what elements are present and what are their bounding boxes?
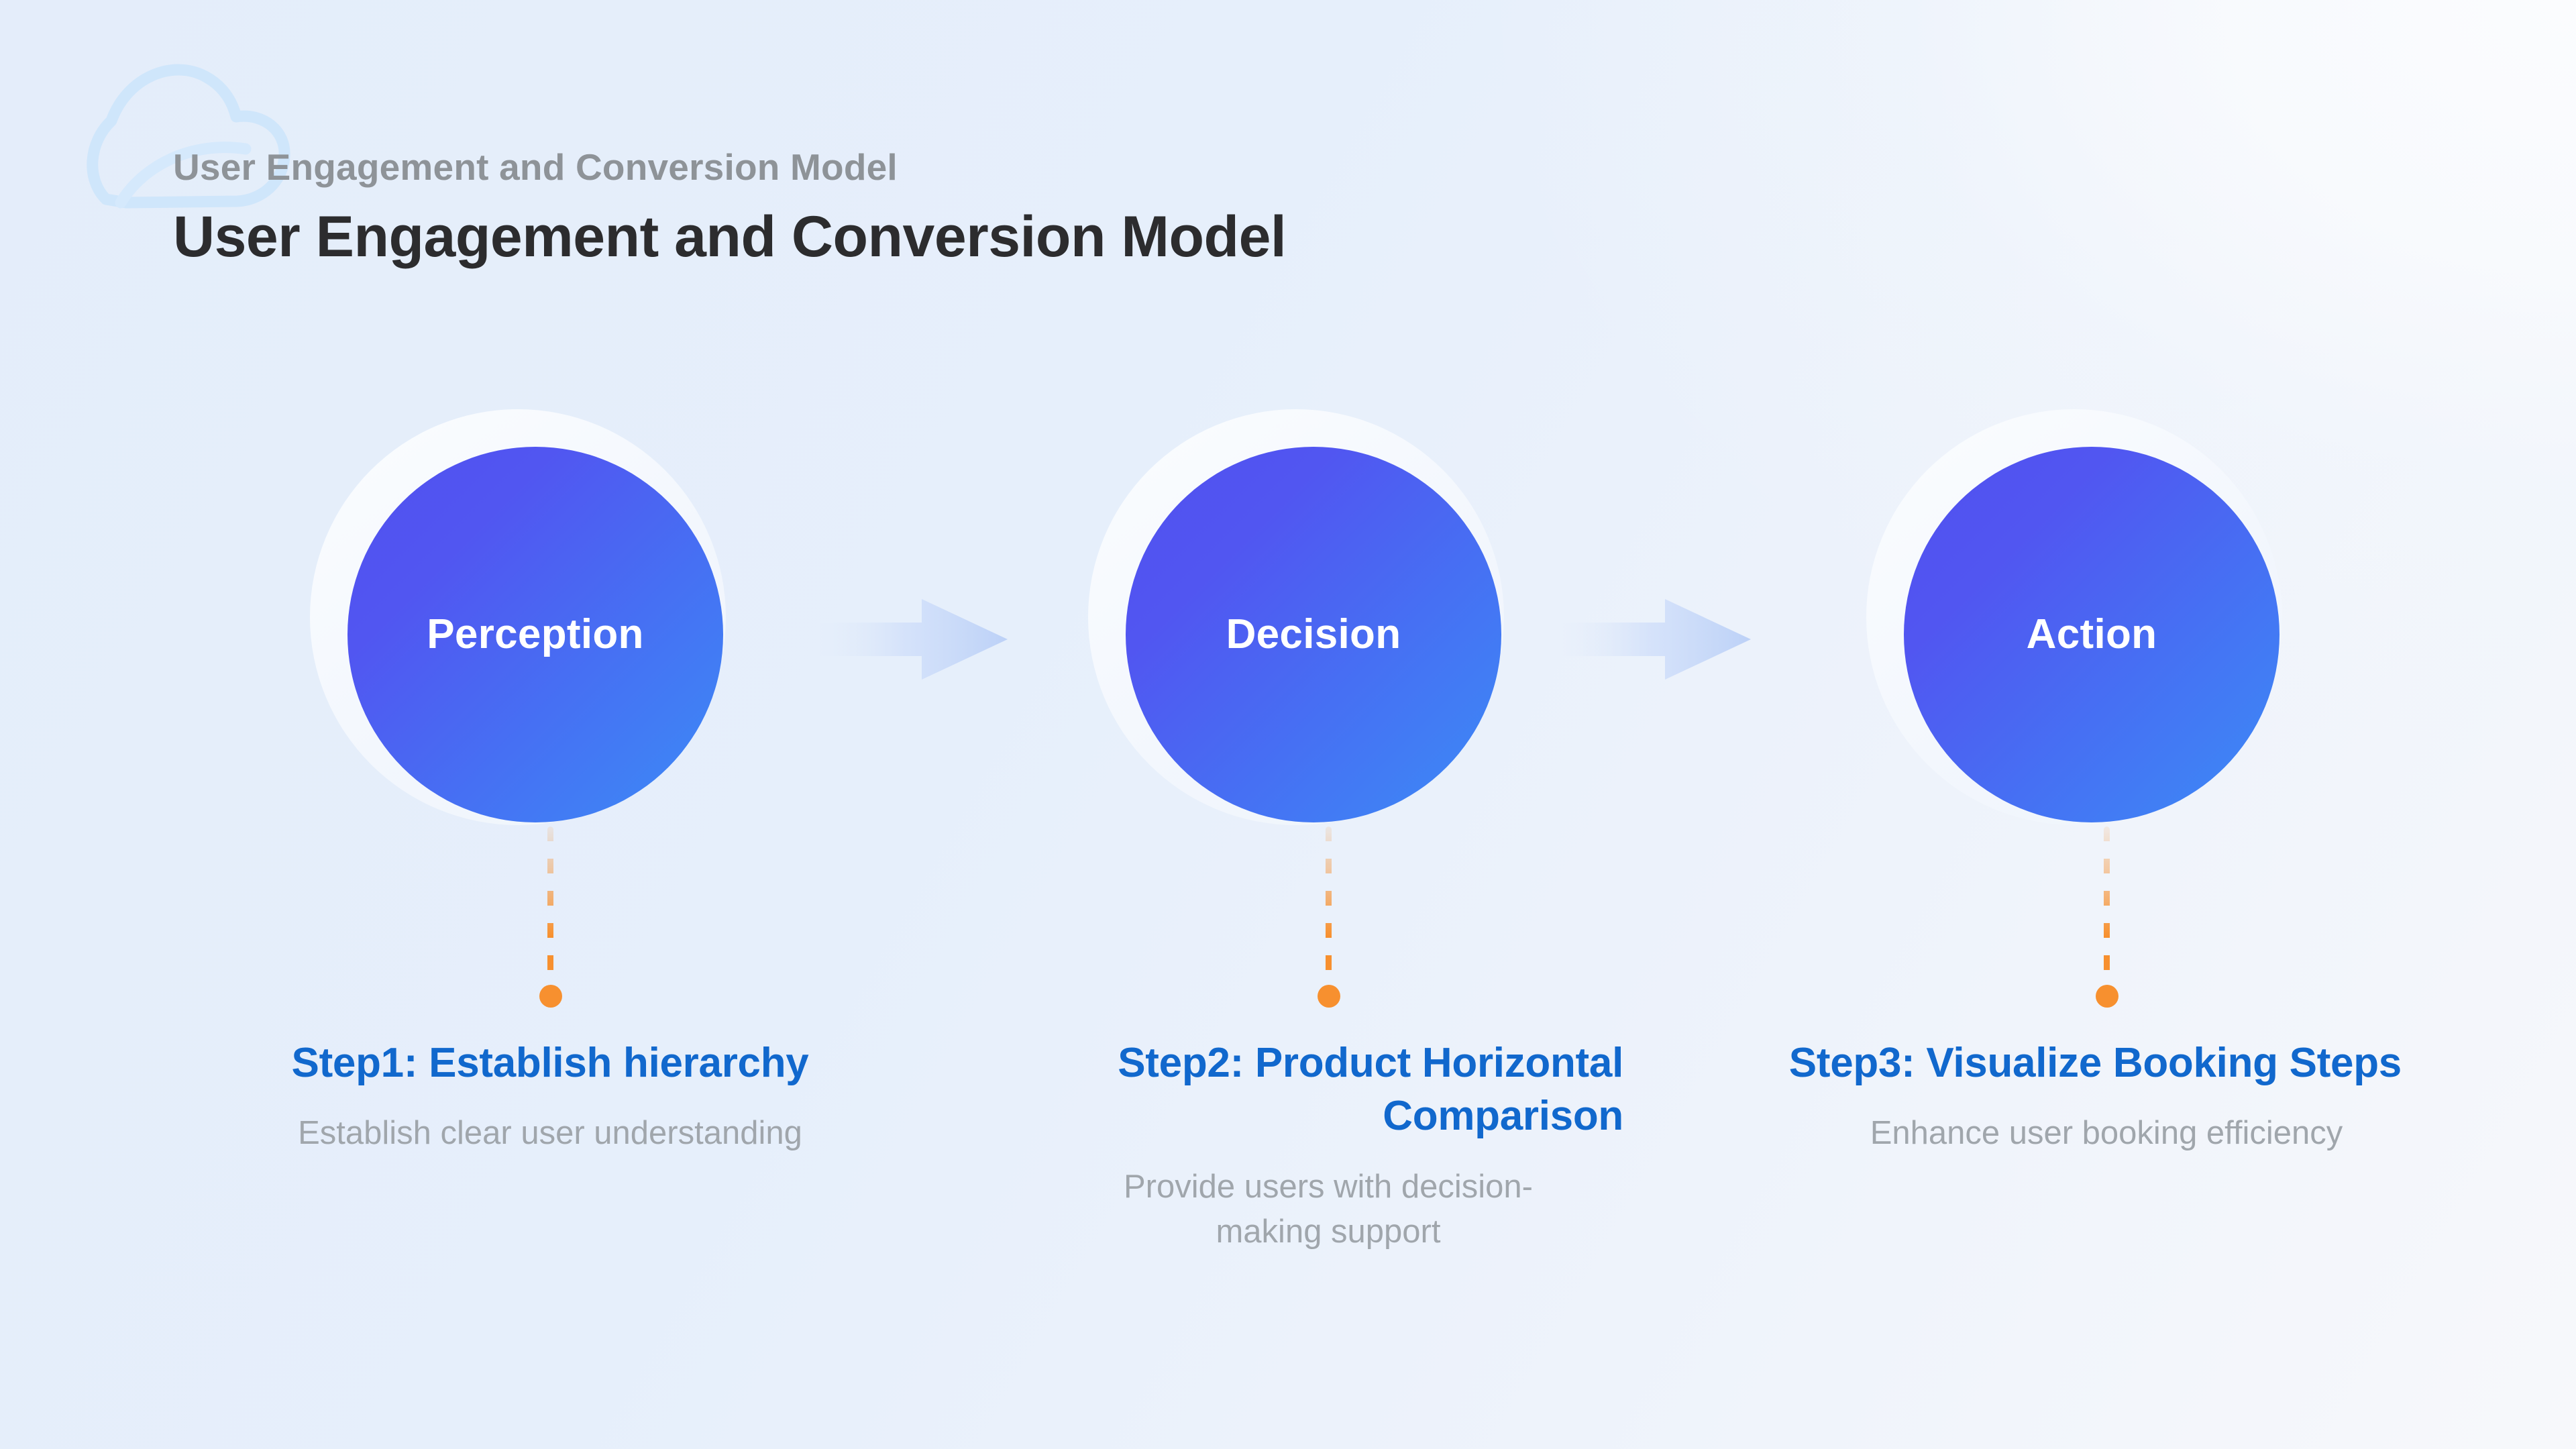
- step-caption-2: Step2: Product Horizontal Comparison Pro…: [973, 1036, 1684, 1255]
- connector-dot-icon: [539, 985, 562, 1008]
- flow-node-decision[interactable]: Decision: [1073, 402, 1583, 872]
- step-caption-3: Step3: Visualize Booking Steps Enhance u…: [1751, 1036, 2462, 1157]
- page-eyebrow: User Engagement and Conversion Model: [173, 146, 898, 188]
- node-label: Perception: [427, 611, 644, 658]
- step-caption-1: Step1: Establish hierarchy Establish cle…: [195, 1036, 906, 1157]
- node-label: Action: [2026, 611, 2157, 658]
- dashed-line: [2104, 826, 2110, 979]
- dashed-line: [547, 826, 553, 979]
- flow-diagram: Perception Decision: [0, 402, 2576, 912]
- connector-line-2: [1308, 826, 1348, 1028]
- flow-node-action[interactable]: Action: [1851, 402, 2361, 872]
- connector-line-1: [530, 826, 570, 1028]
- flow-node-perception[interactable]: Perception: [295, 402, 805, 872]
- node-disc: Decision: [1126, 447, 1501, 822]
- page-title: User Engagement and Conversion Model: [173, 205, 1287, 269]
- connector-dot-icon: [2096, 985, 2118, 1008]
- arrow-right-icon: [1563, 596, 1751, 683]
- arrow-right-icon: [820, 596, 1008, 683]
- step-title: Step2: Product Horizontal Comparison: [1118, 1040, 1623, 1140]
- step-title: Step1: Establish hierarchy: [291, 1040, 809, 1086]
- header-block: User Engagement and Conversion Model Use…: [173, 149, 1917, 266]
- connector-line-3: [2086, 826, 2127, 1028]
- node-disc: Action: [1904, 447, 2279, 822]
- connector-dot-icon: [1318, 985, 1340, 1008]
- dashed-line: [1326, 826, 1332, 979]
- node-label: Decision: [1226, 611, 1401, 658]
- step-description: Establish clear user understanding: [298, 1115, 802, 1152]
- node-disc: Perception: [347, 447, 723, 822]
- step-description: Enhance user booking efficiency: [1870, 1115, 2343, 1152]
- step-title: Step3: Visualize Booking Steps: [1788, 1040, 2402, 1086]
- step-description: Provide users with decision-making suppo…: [1123, 1168, 1534, 1250]
